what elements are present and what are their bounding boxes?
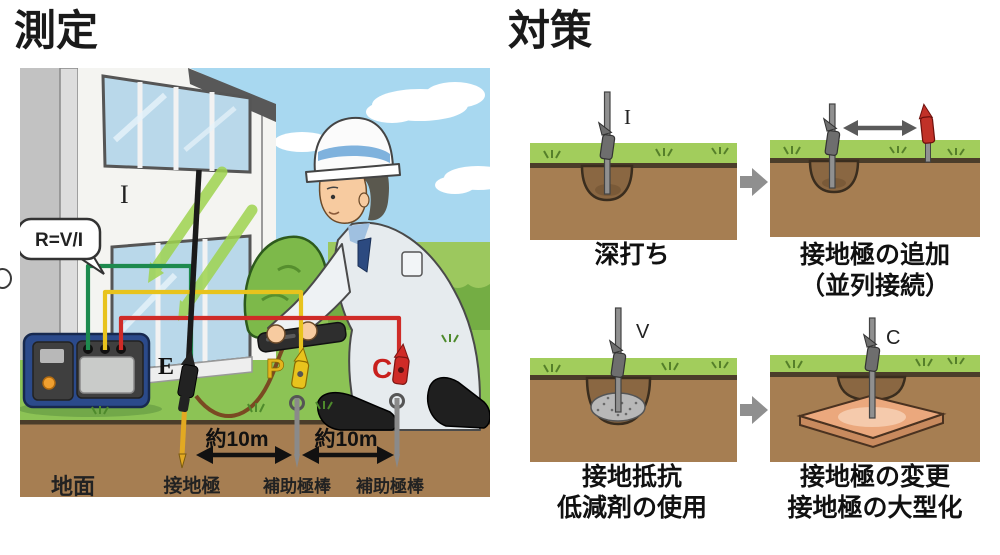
earth-electrode-pole [184,169,202,391]
distance-arrows [196,446,394,464]
label-earth-electrode: 接地極 [163,474,220,497]
panel1-soil [530,168,737,240]
caption-line: 低減剤の使用 [556,494,707,522]
worker-shoe-back [426,376,490,429]
flow-arrow-top [740,168,768,196]
label-distance-right: 約10m [314,427,377,451]
clouds [274,82,490,194]
earth-tester [20,332,162,417]
clip-p [291,347,310,390]
helmet-stripe [318,145,390,163]
worker-eye [330,194,336,200]
speech-bubble: R=V/I [20,217,105,275]
soil-strip [20,422,490,497]
label-aux-rod-1: 補助極棒 [262,476,332,496]
soil-top-line [20,420,490,425]
worker-face [318,176,368,224]
panel2-clip-left [822,117,841,156]
clip-c [392,343,410,385]
panel1-marker: I [624,105,631,129]
speech-bubble-text: R=V/I [35,230,83,251]
label-terminal-c: C [372,353,392,384]
grass-tufts [91,334,459,415]
label-terminal-p: P [266,353,285,384]
upper-window [101,74,252,174]
caption-line: 接地極の大型化 [787,494,963,522]
worker-collar [348,223,370,246]
worker [267,116,490,431]
measurement-scene-illustration: R=V/I I E P C 約10m 約10m 地面 接地極 補助極棒 補助極棒 [20,68,490,498]
caption-line: 深打ち [594,241,670,269]
label-ground: 地面 [51,474,95,498]
panel3-clip [608,339,627,378]
measurement-title: 測定 [14,7,99,54]
label-current-i: I [120,180,129,209]
panel2-clip-right [918,103,936,144]
caption-electrode-addition: 接地極の追加 （並列接続） [750,240,1000,302]
tester-small-display [40,349,64,363]
right-arrow-icon [740,168,768,196]
bush-texture [261,265,302,302]
panel-deep-driving: I [530,91,737,240]
countermeasures-title: 対策 [508,7,593,54]
e-lead-wire [194,342,287,418]
caption-line: （並列接続） [799,272,950,300]
caption-line: 接地抵抗 [581,463,682,491]
caption-electrode-enlargement: 接地極の変更 接地極の大型化 [748,462,1000,524]
building [20,68,276,388]
panel-electrode-addition [770,103,980,237]
worker-tie [357,237,372,273]
label-distance-left: 約10m [205,427,268,451]
flow-arrow-bottom [740,396,768,424]
right-arrow-icon [740,396,768,424]
tester-screen [79,356,135,394]
panel2-soil [770,163,980,237]
helmet-brim [305,163,401,183]
panel3-marker: V [636,321,650,343]
tester-button [42,376,56,390]
worker-pocket [401,251,423,277]
red-wire [118,315,402,360]
panel1-clip [597,121,616,160]
clip-e [177,350,199,413]
worker-hand [266,324,286,344]
panel-reducing-agent: V [530,307,737,462]
caption-reducing-agent: 接地抵抗 低減剤の使用 [517,462,747,524]
label-aux-rod-2: 補助極棒 [355,476,425,496]
panel4-clip [862,333,881,372]
caption-line: 接地極の変更 [799,463,950,491]
worker-ear [358,192,370,208]
caption-line: 接地極の追加 [799,241,950,269]
edge-artifact [0,268,12,289]
caption-deep-driving: 深打ち [517,240,747,271]
label-terminal-e: E [158,354,174,380]
panel2-spacing-arrow [843,120,917,136]
panel4-marker: C [886,327,900,349]
panel-electrode-enlargement: C [770,317,980,462]
panel3-grass [530,358,737,379]
yellow-wire [102,289,304,366]
